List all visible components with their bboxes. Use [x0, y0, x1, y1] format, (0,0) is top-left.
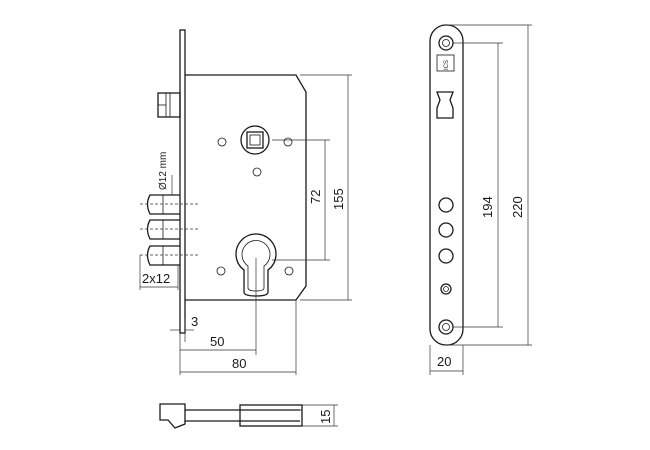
faceplate-brand-mark: ICS [444, 60, 450, 70]
latch-slot [436, 91, 454, 119]
dimension-case-height: 155 [300, 74, 352, 301]
small-hole [440, 283, 452, 295]
dead-bolt-2 [140, 219, 198, 240]
top-screw-hole [438, 35, 454, 51]
dead-bolt-3 [140, 245, 198, 266]
bolt-hole-1 [438, 197, 454, 213]
lock-top-view [159, 403, 303, 429]
top-view-latch [159, 403, 186, 429]
faceplate-brand-box [436, 54, 455, 72]
dimension-faceplate-width: 20 [429, 345, 464, 375]
bolt-hole-3 [438, 248, 454, 264]
case-height-label: 155 [331, 188, 346, 210]
faceplate-thickness-label: 3 [191, 314, 198, 329]
bolt-hole-2 [438, 222, 454, 238]
faceplate-height-label: 220 [510, 196, 525, 218]
dimension-depth: 15 [302, 404, 338, 427]
dimension-faceplate-thickness: 3 [170, 314, 198, 342]
bottom-screw-hole [438, 319, 454, 335]
bolt-diameter-label: Ø12 mm [158, 152, 169, 190]
faceplate-side-view: ICS [429, 24, 464, 346]
faceplate-width-label: 20 [437, 354, 451, 369]
dimension-cylinder-spacing: 72 [272, 139, 330, 261]
dimension-bolt-diameter: Ø12 mm [158, 152, 181, 195]
screw-spacing-label: 194 [480, 196, 495, 218]
cylinder-cutout [216, 233, 294, 297]
body-width-label: 80 [232, 356, 246, 371]
dimension-bolt-pitch: 2x12 [139, 255, 179, 290]
dead-bolt-1 [140, 194, 198, 215]
backset-label: 50 [210, 334, 224, 349]
case-body [185, 74, 307, 301]
dimension-faceplate-height: 220 [446, 24, 532, 346]
latch-bolt [157, 92, 181, 118]
dimension-screw-spacing: 194 [453, 42, 503, 328]
dimension-body-width: 80 [180, 300, 297, 375]
bolt-pitch-label: 2x12 [142, 271, 170, 286]
faceplate [429, 24, 464, 346]
top-view-cover [239, 404, 303, 427]
dead-bolts [140, 194, 198, 266]
dimension-backset: 50 [179, 258, 257, 375]
depth-label: 15 [318, 410, 333, 424]
faceplate-edge [179, 29, 186, 334]
lock-case-front-view [140, 29, 307, 334]
spindle-follower [217, 125, 293, 177]
cylinder-spacing-label: 72 [308, 190, 323, 204]
